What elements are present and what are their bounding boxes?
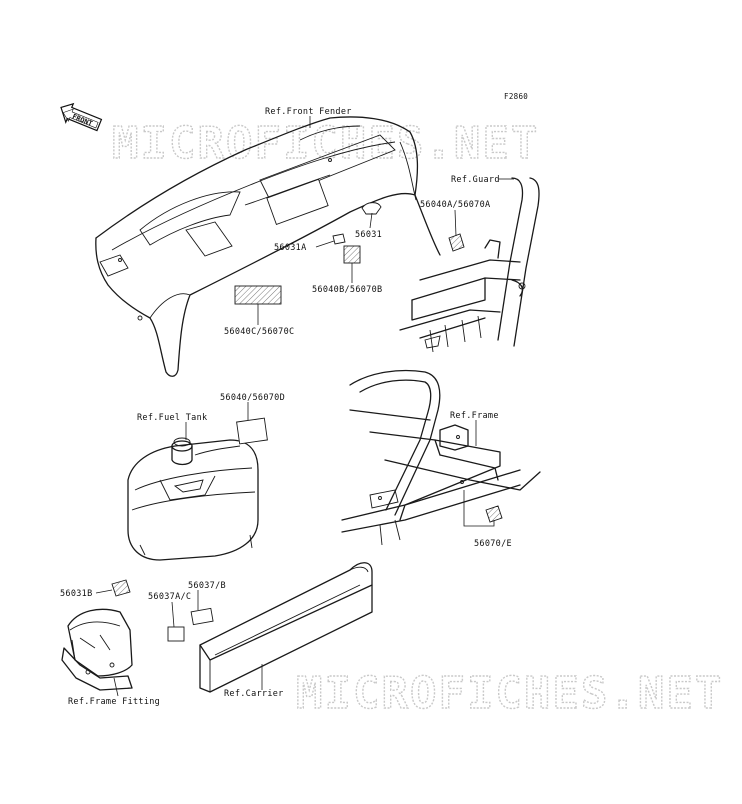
decal-56031a [332,233,346,245]
label-56037ac: 56037A/C [148,592,191,602]
decal-56037b [190,607,214,626]
front-fender [95,116,441,377]
fuel-tank [127,437,259,561]
label-ref-frame: Ref.Frame [450,411,499,421]
decal-56040b-56070b [343,245,361,264]
label-56031b: 56031B [60,589,93,599]
decal-56037ac [167,626,185,642]
decal-56070e [485,505,503,523]
front-arrow-icon: FRONT [60,102,103,132]
watermark-top: MICROFICHES.NET [112,118,539,169]
label-56040-56070d: 56040/56070D [220,393,285,403]
label-56031a: 56031A [274,243,307,253]
label-56040a-56070a: 56040A/56070A [420,200,490,210]
figure-code: F2860 [504,92,528,101]
decal-56040c-56070c [234,285,282,305]
fender-decal-large [266,178,329,225]
decal-56040-56070d [236,417,268,445]
label-ref-guard: Ref.Guard [451,175,500,185]
label-ref-front-fender: Ref.Front Fender [265,107,352,117]
frame [341,369,541,546]
label-56037b: 56037/B [188,581,226,591]
label-ref-carrier: Ref.Carrier [224,689,284,699]
label-56031: 56031 [355,230,382,240]
frame-fitting [61,608,133,691]
decal-56031 [361,202,382,215]
guard [399,177,540,353]
decal-56040a-56070a [448,233,465,252]
label-ref-fuel-tank: Ref.Fuel Tank [137,413,207,423]
label-56040c-56070c: 56040C/56070C [224,327,294,337]
label-ref-frame-fitting: Ref.Frame Fitting [68,697,160,707]
decal-56031b [111,579,131,597]
label-56070e: 56070/E [474,539,512,549]
watermark-bottom: MICROFICHES.NET [296,668,723,719]
label-56040b-56070b: 56040B/56070B [312,285,382,295]
carrier [199,562,373,693]
